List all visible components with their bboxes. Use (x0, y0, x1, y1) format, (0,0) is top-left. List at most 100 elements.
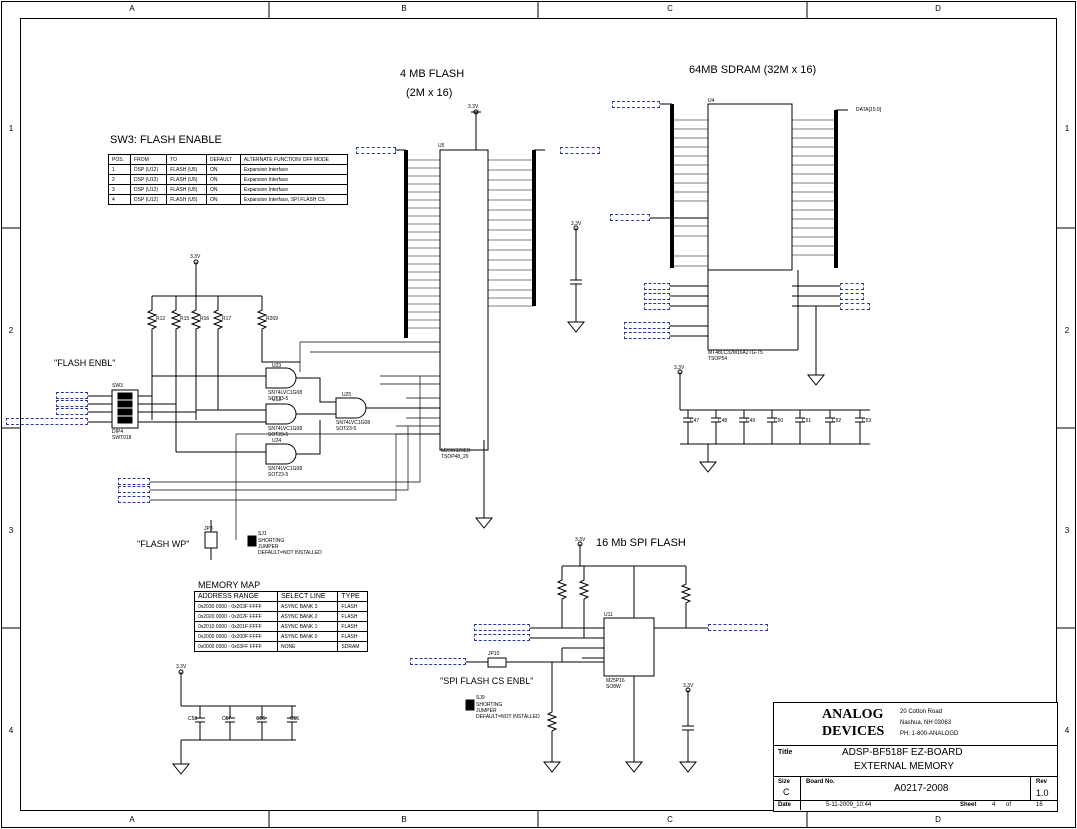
rev-col-line (1030, 776, 1031, 800)
title-block: ANALOG DEVICES 20 Cotton Road Nashua, NH… (773, 702, 1058, 812)
table-cell: SDRAM (337, 641, 368, 652)
table-cell: 4 (107, 194, 132, 205)
table-row: ADDRESS RANGE SELECT LINE TYPE (194, 591, 368, 602)
sdram-u4-body (707, 103, 793, 271)
sj1-note: SHORTING JUMPER DEFAULT=NOT INSTALLED (258, 538, 322, 556)
table-row: 2 DSP (U12) FLASH (U5) ON Expansion Inte… (107, 174, 349, 185)
flag-flash-data (560, 147, 600, 154)
board-number: A0217-2008 (894, 783, 949, 794)
sj9-ref: SJ9 (476, 695, 485, 701)
sw3-ref: SW3 (112, 383, 123, 389)
flag-awe (118, 496, 150, 503)
table-cell: FLASH (337, 621, 368, 632)
memory-map-table: ADDRESS RANGE SELECT LINE TYPE 0x2030 00… (194, 591, 368, 652)
table-row: POS. FROM TO DEFAULT ALTERNATE FUNCTION/… (107, 154, 349, 165)
gate-u25 (335, 397, 367, 419)
zone-row-1-right: 1 (1064, 124, 1070, 133)
sheet-total: 16 (1036, 802, 1043, 808)
table-cell: FLASH (U5) (166, 174, 207, 185)
jp3-jumper (204, 531, 218, 549)
c51-ref: C51 (802, 418, 812, 424)
c49-ref: C49 (746, 418, 756, 424)
u13-ref: U13 (272, 397, 282, 403)
gate-u24 (265, 443, 297, 465)
flash-enbl-label: "FLASH ENBL" (54, 358, 116, 368)
flash-subtitle: (2M x 16) (406, 87, 453, 99)
zone-col-c-bottom: C (667, 815, 673, 824)
flash-part: M29W320EB TSOP48_20 (441, 448, 471, 460)
table-header: ADDRESS RANGE (194, 591, 278, 602)
bottom-caps (195, 706, 297, 740)
u25-ref: U25 (342, 392, 352, 398)
rev-label: Rev (1036, 779, 1048, 785)
sdram-title: 64MB SDRAM (32M x 16) (689, 64, 817, 76)
sdram-ref: U4 (708, 98, 715, 104)
spi-part: M25P16 SO8W (606, 678, 625, 690)
table-cell: 0x2020 0000 - 0x202F FFFF (194, 611, 278, 622)
r17-ref: R17 (222, 316, 232, 322)
table-cell: DSP (U12) (130, 194, 168, 205)
flag-sw-4 (6, 418, 88, 425)
table-cell: Expansion Interface (239, 174, 349, 185)
jp10-ref: JP10 (488, 651, 500, 657)
zone-row-1-left: 1 (8, 124, 14, 133)
table-cell: FLASH (U5) (166, 194, 207, 205)
sdram-caps (683, 410, 865, 444)
c53-ref: C53 (862, 418, 872, 424)
flash-title: 4 MB FLASH (400, 68, 465, 80)
company-address-1: 20 Cotton Road (900, 709, 943, 715)
c50-ref: C50 (774, 418, 784, 424)
table-row: 4 DSP (U12) FLASH (U5) ON Expansion Inte… (107, 194, 349, 205)
table-cell: ASYNC BANK 3 (276, 601, 339, 612)
table-row: 0x2010 0000 - 0x201F FFFF ASYNC BANK 1 F… (194, 621, 368, 632)
u24-part: SN74LVC1G08 SOT23-5 (268, 466, 303, 478)
size-label: Size (778, 779, 791, 785)
zone-col-b-top: B (401, 4, 407, 13)
table-cell: Expansion Interface (239, 164, 349, 175)
table-cell: DSP (U12) (130, 184, 168, 195)
date-value: 5-11-2009_10:44 (826, 802, 872, 808)
table-cell: ASYNC BANK 1 (276, 621, 339, 632)
u11-ref: U11 (604, 612, 613, 618)
sj9-shorting-jumper (465, 699, 475, 711)
zone-col-a-top: A (129, 4, 135, 13)
title-line-1: ADSP-BF518F EZ-BOARD (842, 747, 963, 758)
table-cell: 0x2010 0000 - 0x201F FFFF (194, 621, 278, 632)
flag-sdram-1 (644, 283, 670, 290)
table-row: 3 DSP (U12) FLASH (U5) ON Expansion Inte… (107, 184, 349, 195)
table-cell: Expansion Interface (239, 184, 349, 195)
zone-row-2-right: 2 (1064, 326, 1070, 335)
r269-ref: R269 (266, 316, 278, 322)
date-label: Date (778, 802, 792, 808)
zone-row-4-right: 4 (1064, 726, 1070, 735)
size-col-line (800, 776, 801, 810)
vcc-bottom-caps: 3.3V (176, 664, 187, 670)
table-cell: 0x0000 0000 - 0x03FF FFFF (194, 641, 278, 652)
table-header: DEFAULT (205, 154, 241, 165)
zone-col-a-bottom: A (129, 815, 135, 824)
table-row: 0x2000 0000 - 0x200F FFFF ASYNC BANK 0 F… (194, 631, 368, 642)
zone-col-d-bottom: D (935, 815, 941, 824)
sj1-ref: SJ1 (258, 531, 267, 537)
flag-spi-1 (474, 624, 530, 631)
flag-sdram-6 (840, 283, 864, 290)
c52-ref: C52 (832, 418, 842, 424)
company-address-2: Nashua, NH 03063 (900, 720, 952, 726)
zone-row-4-left: 4 (8, 726, 14, 735)
sdram-data-net: DATA[15:0] (856, 107, 882, 113)
table-cell: FLASH (U5) (166, 184, 207, 195)
c48b-ref: C48 (718, 418, 728, 424)
table-cell: ON (205, 194, 241, 205)
r12-ref: R12 (156, 316, 166, 322)
table-cell: FLASH (337, 611, 368, 622)
c47-ref: C47 (690, 418, 700, 424)
table-cell: ON (205, 174, 241, 185)
u24-ref: U24 (272, 438, 282, 444)
title-line-2: EXTERNAL MEMORY (854, 761, 955, 772)
table-cell: 0x2000 0000 - 0x200F FFFF (194, 631, 278, 642)
flag-sdram-ba (610, 214, 650, 221)
c58-ref: C58 (188, 716, 198, 722)
flag-spi-3 (708, 624, 768, 631)
vcc-spi: 3.3V (575, 537, 586, 543)
